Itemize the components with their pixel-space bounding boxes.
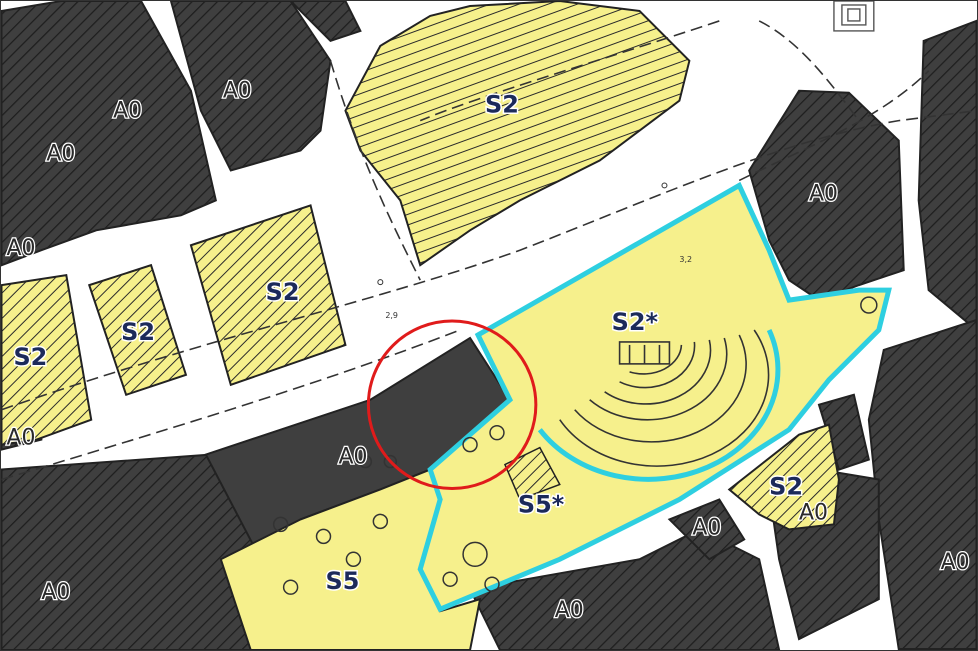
zone-label: S2* xyxy=(612,308,659,336)
building-block xyxy=(1,1,217,267)
block-label: A0 xyxy=(555,598,584,623)
elevation-label: 3,2 xyxy=(679,255,692,264)
building-block xyxy=(748,89,905,302)
building-block xyxy=(667,498,746,561)
building-block xyxy=(867,318,977,650)
building-block xyxy=(917,19,977,332)
block-labels: A0 A0 A0 A0 A0 A0 A0 A0 A0 A0 A0 A0 xyxy=(5,77,971,624)
service-area-s2-right xyxy=(727,423,840,531)
block-label: A0 xyxy=(46,142,75,167)
block-label: A0 xyxy=(41,580,70,605)
trees xyxy=(272,296,878,595)
square-spiral-monument-icon xyxy=(833,1,875,32)
building-block xyxy=(169,1,332,172)
elevation-label: 2,9 xyxy=(385,311,398,320)
zone-label: S2 xyxy=(266,278,300,306)
block-label: A0 xyxy=(223,79,252,104)
block-label: A0 xyxy=(692,515,721,540)
block-label: A0 xyxy=(113,99,142,124)
block-label: A0 xyxy=(809,181,838,206)
zone-label: S2 xyxy=(485,91,519,119)
red-circle-marker[interactable] xyxy=(366,319,538,490)
amphitheatre xyxy=(537,328,781,482)
block-label: A0 xyxy=(799,500,828,525)
block-label: A0 xyxy=(941,550,970,575)
zone-label: S5* xyxy=(518,490,565,518)
zone-labels: S2 S2 S2 S2 S2* S2 S5* S5 xyxy=(12,89,805,597)
block-label: A0 xyxy=(6,236,35,261)
service-area-s2-square xyxy=(189,204,347,387)
service-area-s5-star-hatch xyxy=(503,446,561,501)
service-area-s2-small xyxy=(87,263,188,397)
service-areas xyxy=(1,1,892,650)
survey-point xyxy=(377,279,384,286)
building-block xyxy=(289,1,362,43)
survey-point xyxy=(661,182,668,189)
zone-label: S2 xyxy=(121,318,155,346)
building-block xyxy=(468,528,781,650)
block-label: A0 xyxy=(6,426,35,451)
service-area-s2-theatre xyxy=(417,181,892,613)
zone-label: S2 xyxy=(769,472,803,500)
block-label: A0 xyxy=(338,445,367,470)
zone-label: S2 xyxy=(13,343,47,371)
service-area-s2-top xyxy=(344,1,691,267)
zone-label: S5 xyxy=(326,567,360,595)
road-edges xyxy=(1,20,977,481)
